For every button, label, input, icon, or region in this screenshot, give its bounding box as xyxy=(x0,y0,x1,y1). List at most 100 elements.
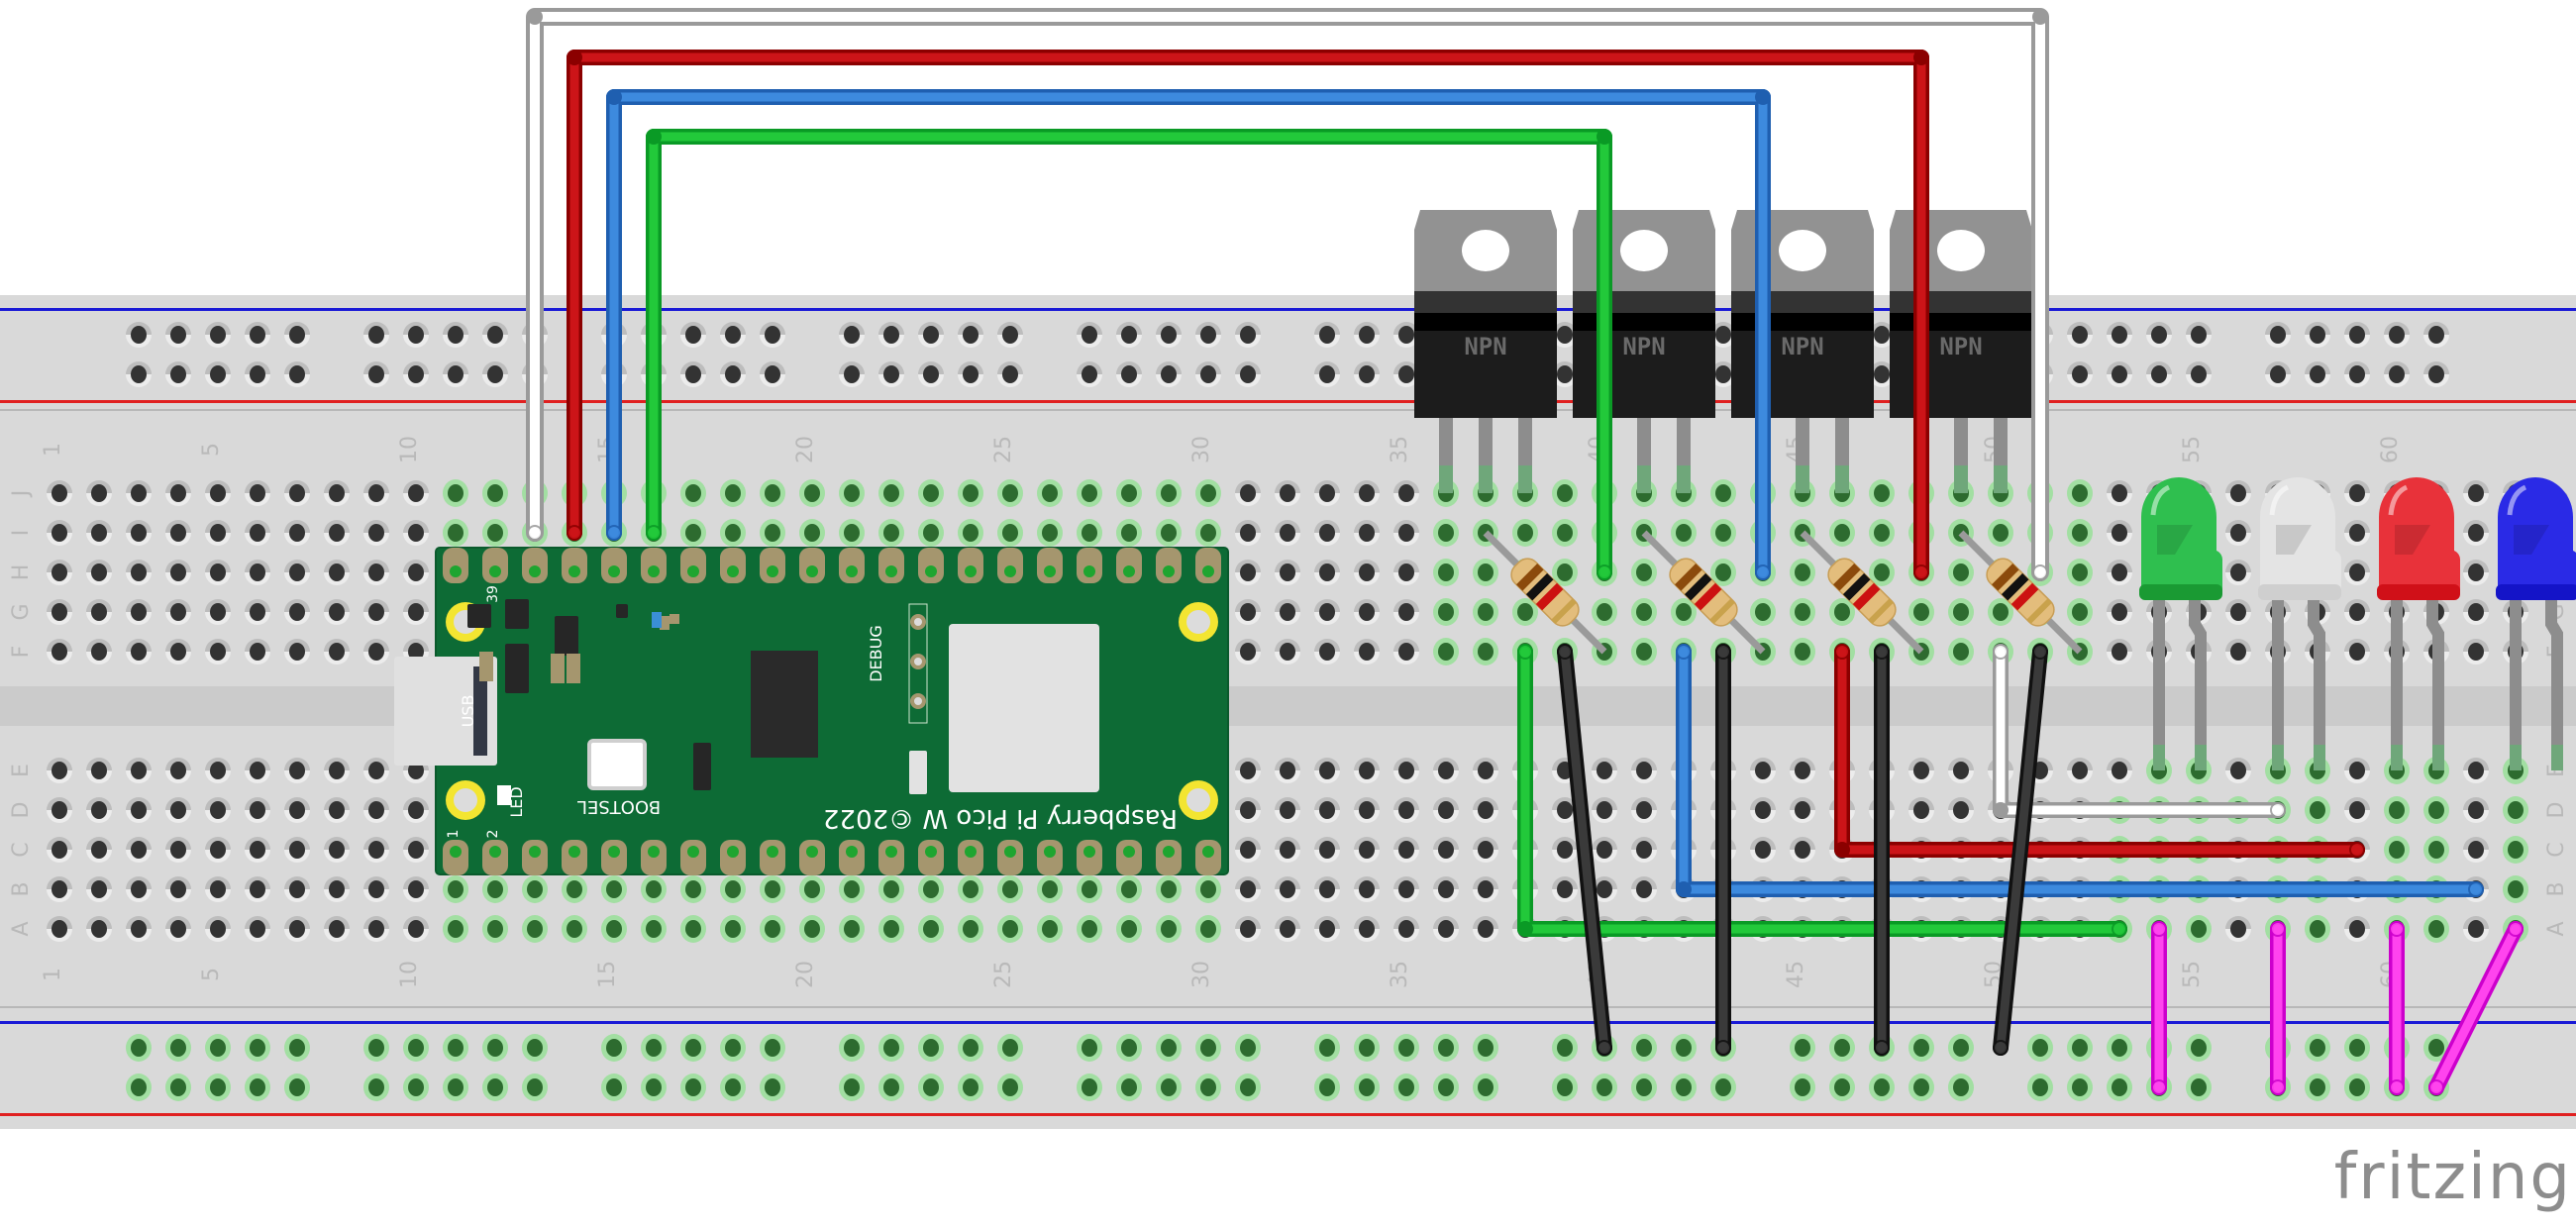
rail-hole[interactable] xyxy=(2344,1034,2370,1062)
rail-hole[interactable] xyxy=(126,322,152,348)
breadboard-hole[interactable] xyxy=(86,520,112,546)
breadboard-hole[interactable] xyxy=(1393,916,1419,942)
rail-hole[interactable] xyxy=(1631,1074,1657,1101)
breadboard-hole[interactable] xyxy=(1077,479,1102,507)
breadboard-hole[interactable] xyxy=(165,876,191,902)
breadboard-hole[interactable] xyxy=(205,599,231,625)
breadboard-hole[interactable] xyxy=(2305,915,2330,943)
breadboard-hole[interactable] xyxy=(1790,797,1815,823)
breadboard-hole[interactable] xyxy=(47,599,72,625)
rail-hole[interactable] xyxy=(1869,322,1895,348)
breadboard-hole[interactable] xyxy=(245,520,270,546)
breadboard-hole[interactable] xyxy=(363,837,389,863)
rail-hole[interactable] xyxy=(165,361,191,387)
rail-hole[interactable] xyxy=(1077,361,1102,387)
breadboard-hole[interactable] xyxy=(1116,479,1142,507)
breadboard-hole[interactable] xyxy=(1710,559,1736,586)
breadboard-hole[interactable] xyxy=(165,758,191,783)
breadboard-hole[interactable] xyxy=(2107,599,2132,625)
breadboard-hole[interactable] xyxy=(1116,915,1142,943)
rail-hole[interactable] xyxy=(1116,361,1142,387)
breadboard-hole[interactable] xyxy=(1156,519,1182,547)
breadboard-hole[interactable] xyxy=(720,479,746,507)
breadboard-hole[interactable] xyxy=(1393,520,1419,546)
rail-hole[interactable] xyxy=(1473,1074,1498,1101)
rail-hole[interactable] xyxy=(403,322,429,348)
breadboard-hole[interactable] xyxy=(324,837,350,863)
breadboard-hole[interactable] xyxy=(205,560,231,585)
rail-hole[interactable] xyxy=(839,1034,865,1062)
breadboard-hole[interactable] xyxy=(1473,758,1498,783)
breadboard-hole[interactable] xyxy=(403,480,429,506)
rail-hole[interactable] xyxy=(2146,361,2172,387)
breadboard-hole[interactable] xyxy=(205,837,231,863)
breadboard-hole[interactable] xyxy=(2344,520,2370,546)
breadboard-hole[interactable] xyxy=(878,915,904,943)
breadboard-hole[interactable] xyxy=(324,639,350,665)
breadboard-hole[interactable] xyxy=(1314,639,1340,665)
breadboard-hole[interactable] xyxy=(86,916,112,942)
breadboard-hole[interactable] xyxy=(324,876,350,902)
rail-hole[interactable] xyxy=(1829,1034,1855,1062)
breadboard-hole[interactable] xyxy=(1790,638,1815,665)
rail-hole[interactable] xyxy=(1631,1034,1657,1062)
rail-hole[interactable] xyxy=(1235,361,1261,387)
rail-hole[interactable] xyxy=(918,361,944,387)
breadboard-hole[interactable] xyxy=(1710,519,1736,547)
rail-hole[interactable] xyxy=(205,361,231,387)
breadboard-hole[interactable] xyxy=(47,520,72,546)
breadboard-hole[interactable] xyxy=(1314,758,1340,783)
rail-hole[interactable] xyxy=(245,1074,270,1101)
breadboard-hole[interactable] xyxy=(245,797,270,823)
rail-hole[interactable] xyxy=(1908,1074,1934,1101)
breadboard-hole[interactable] xyxy=(1473,598,1498,626)
rail-hole[interactable] xyxy=(2027,1074,2053,1101)
breadboard-hole[interactable] xyxy=(760,519,785,547)
breadboard-hole[interactable] xyxy=(126,480,152,506)
breadboard-hole[interactable] xyxy=(363,520,389,546)
breadboard-hole[interactable] xyxy=(2344,797,2370,823)
breadboard-hole[interactable] xyxy=(1473,797,1498,823)
breadboard-hole[interactable] xyxy=(2067,559,2093,586)
breadboard-hole[interactable] xyxy=(2463,639,2489,665)
rail-hole[interactable] xyxy=(2146,322,2172,348)
rail-hole[interactable] xyxy=(2107,322,2132,348)
rail-hole[interactable] xyxy=(918,1034,944,1062)
rail-hole[interactable] xyxy=(2107,1034,2132,1062)
breadboard-hole[interactable] xyxy=(958,875,983,903)
rail-hole[interactable] xyxy=(997,361,1023,387)
breadboard-hole[interactable] xyxy=(165,837,191,863)
breadboard-hole[interactable] xyxy=(2067,519,2093,547)
rail-hole[interactable] xyxy=(2344,1074,2370,1101)
breadboard-hole[interactable] xyxy=(245,639,270,665)
breadboard-hole[interactable] xyxy=(1275,560,1300,585)
breadboard-hole[interactable] xyxy=(1077,875,1102,903)
rail-hole[interactable] xyxy=(878,322,904,348)
rail-hole[interactable] xyxy=(1948,1074,1974,1101)
rail-hole[interactable] xyxy=(1671,1074,1697,1101)
breadboard-hole[interactable] xyxy=(284,758,310,783)
breadboard-hole[interactable] xyxy=(1829,598,1855,626)
rail-hole[interactable] xyxy=(1671,1034,1697,1062)
breadboard-hole[interactable] xyxy=(997,915,1023,943)
breadboard-hole[interactable] xyxy=(1552,519,1578,547)
rail-hole[interactable] xyxy=(363,1034,389,1062)
rail-hole[interactable] xyxy=(2186,1034,2212,1062)
rail-hole[interactable] xyxy=(363,361,389,387)
breadboard-hole[interactable] xyxy=(1631,837,1657,863)
rail-hole[interactable] xyxy=(482,361,508,387)
breadboard-hole[interactable] xyxy=(562,875,587,903)
breadboard-hole[interactable] xyxy=(2225,560,2251,585)
rail-hole[interactable] xyxy=(1552,361,1578,387)
rail-hole[interactable] xyxy=(1710,361,1736,387)
breadboard-hole[interactable] xyxy=(324,599,350,625)
breadboard-hole[interactable] xyxy=(1988,598,2013,626)
breadboard-hole[interactable] xyxy=(1473,876,1498,902)
rail-hole[interactable] xyxy=(839,361,865,387)
breadboard-hole[interactable] xyxy=(1354,758,1380,783)
breadboard-hole[interactable] xyxy=(799,519,825,547)
breadboard-hole[interactable] xyxy=(324,916,350,942)
breadboard-hole[interactable] xyxy=(1552,837,1578,863)
breadboard-hole[interactable] xyxy=(284,599,310,625)
